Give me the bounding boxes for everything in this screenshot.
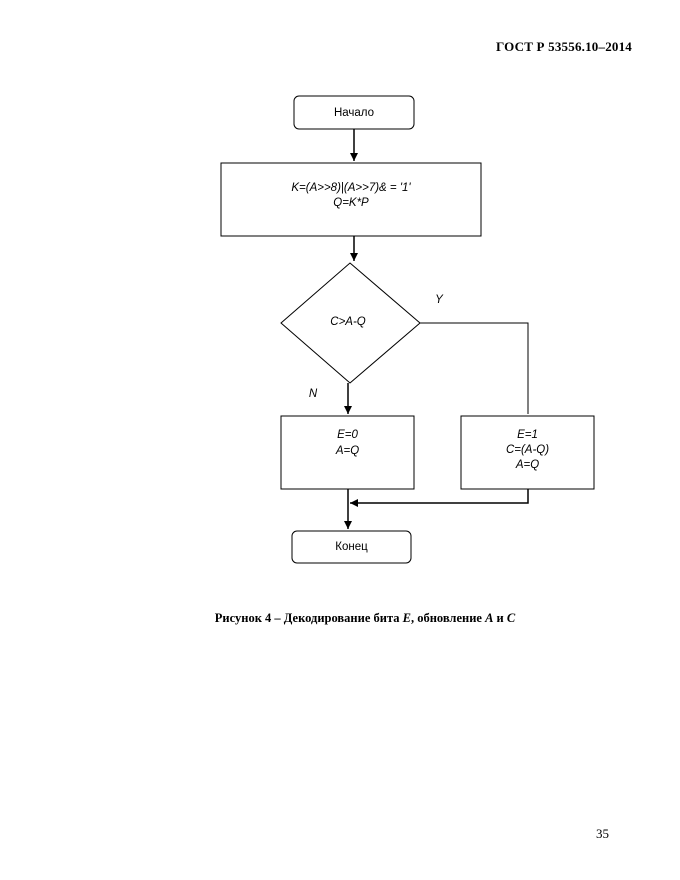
end-terminal <box>291 530 412 564</box>
yes-branch-line-3: A=Q <box>515 459 540 471</box>
no-branch-line-2: A=Q <box>335 445 360 457</box>
end-label: Конец <box>335 541 368 553</box>
no-branch-line-1: E=0 <box>337 429 358 441</box>
caption-var-e: E <box>402 611 411 625</box>
yes-branch-box <box>460 415 595 490</box>
process-box <box>220 162 482 237</box>
yes-label: Y <box>435 294 443 306</box>
decision-label: C>A-Q <box>330 316 366 328</box>
yes-branch-line-2: C=(A-Q) <box>505 444 550 456</box>
no-label: N <box>308 388 318 400</box>
process-line-1: K=(A>>8)|(A>>7)& = '1' <box>291 182 411 194</box>
no-branch-box <box>280 415 415 490</box>
caption-and: и <box>493 611 507 625</box>
caption-var-a: A <box>485 611 494 625</box>
figure-caption: Рисунок 4 – Декодирование бита E, обновл… <box>0 611 680 626</box>
line-yes-branch <box>420 322 529 414</box>
document-standard-header: ГОСТ Р 53556.10–2014 <box>496 39 632 54</box>
process-line-2: Q=K*P <box>333 197 369 209</box>
caption-prefix: Рисунок 4 – Декодирование бита <box>214 611 403 625</box>
line-yes-merge <box>350 489 529 507</box>
caption-middle: , обновление <box>410 611 486 625</box>
caption-var-c: C <box>506 611 516 625</box>
page-number: 35 <box>596 826 609 841</box>
decision-diamond <box>280 262 421 384</box>
start-label: Начало <box>333 107 375 119</box>
yes-branch-line-1: E=1 <box>517 429 538 441</box>
